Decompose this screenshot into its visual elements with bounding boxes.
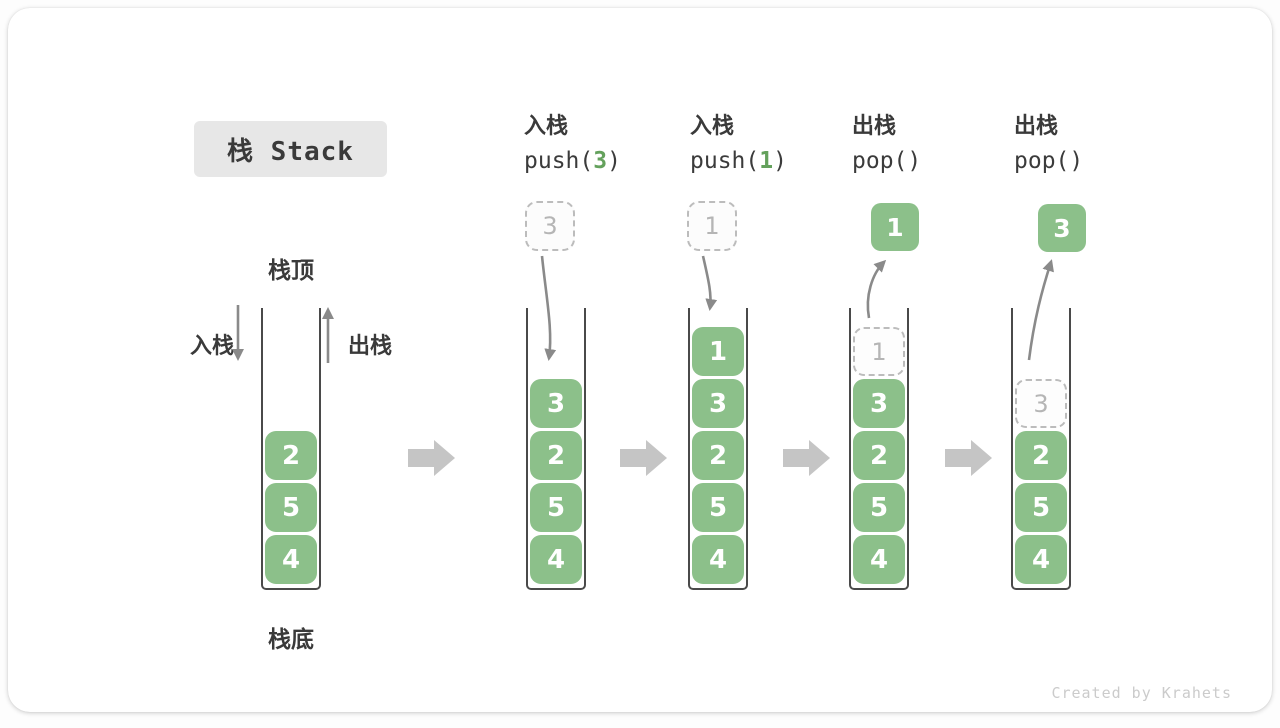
stack-block: 4: [692, 535, 744, 584]
stack-bottom-label: 栈底: [268, 627, 314, 653]
operation-label: 出栈: [852, 114, 897, 139]
diagram-title: 栈 Stack: [194, 121, 387, 177]
stack-block: 4: [265, 535, 317, 584]
stack-block: 4: [530, 535, 582, 584]
stack-block: 3: [853, 379, 905, 428]
code-text: pop(): [852, 148, 922, 174]
stack-block: 4: [1015, 535, 1067, 584]
operation-header: 入栈 push(1): [690, 112, 850, 178]
popped-element: 1: [871, 203, 919, 251]
operation-header: 入栈 push(3): [524, 112, 684, 178]
push-1-arrow-icon: [701, 255, 718, 311]
push-side-label: 入栈: [189, 334, 234, 359]
stack-block: 4: [853, 535, 905, 584]
stack-block: 2: [265, 431, 317, 480]
incoming-element: 3: [525, 201, 575, 251]
operation-code: pop(): [852, 144, 1012, 178]
stack-block: 2: [530, 431, 582, 480]
stack-block: 2: [1015, 431, 1067, 480]
code-text: pop(): [1014, 148, 1084, 174]
stack-block: 3: [692, 379, 744, 428]
code-text: push(: [690, 148, 760, 174]
operation-code: push(3): [524, 144, 684, 178]
code-text: push(: [524, 148, 594, 174]
stack-top-label: 栈顶: [268, 258, 314, 284]
operation-label: 入栈: [690, 114, 735, 139]
operation-code: pop(): [1014, 144, 1174, 178]
pop-side-label: 出栈: [348, 334, 393, 359]
popped-element: 3: [1038, 204, 1086, 252]
stack-block: 5: [1015, 483, 1067, 532]
code-text: ): [607, 148, 621, 174]
incoming-element: 1: [687, 201, 737, 251]
stack-block: 2: [853, 431, 905, 480]
flow-arrow-icon: [783, 440, 830, 476]
operation-code: push(1): [690, 144, 850, 178]
code-text: ): [773, 148, 787, 174]
code-argument: 3: [593, 148, 608, 174]
operation-label: 入栈: [524, 114, 569, 139]
stack-block: 3: [530, 379, 582, 428]
stack-block: 5: [530, 483, 582, 532]
flow-arrow-icon: [620, 440, 667, 476]
flow-arrow-icon: [408, 440, 455, 476]
stack-block-ghost: 1: [853, 327, 905, 376]
stack-block: 5: [853, 483, 905, 532]
code-argument: 1: [759, 148, 774, 174]
operation-label: 出栈: [1014, 114, 1059, 139]
stack-block: 2: [692, 431, 744, 480]
stack-block-ghost: 3: [1015, 379, 1067, 428]
stack-block: 5: [265, 483, 317, 532]
flow-arrow-icon: [945, 440, 992, 476]
stack-block: 5: [692, 483, 744, 532]
operation-header: 出栈 pop(): [852, 112, 1012, 178]
watermark: Created by Krahets: [1051, 684, 1232, 702]
operation-header: 出栈 pop(): [1014, 112, 1174, 178]
stack-block: 1: [692, 327, 744, 376]
